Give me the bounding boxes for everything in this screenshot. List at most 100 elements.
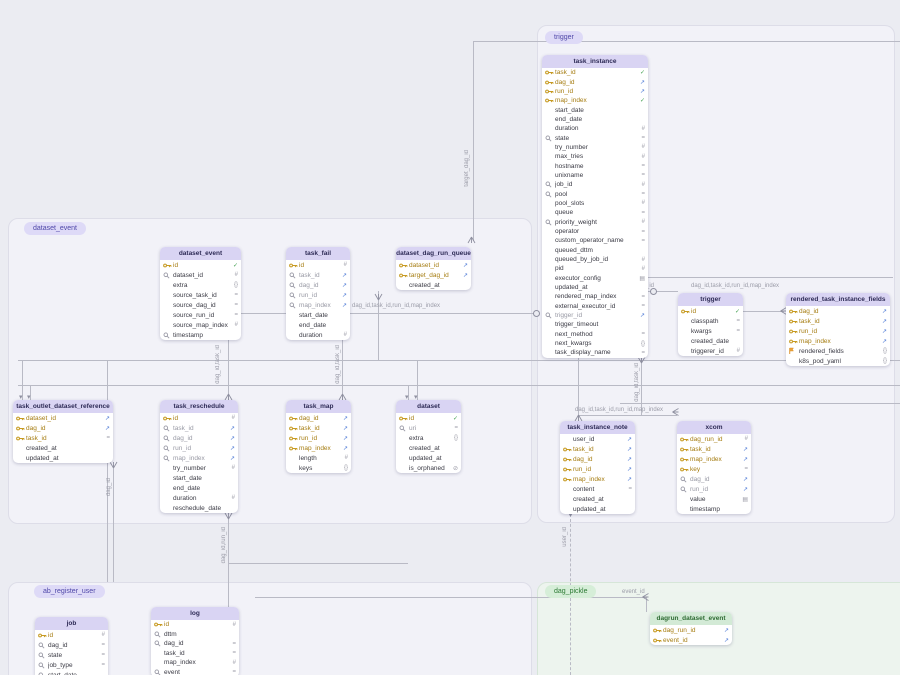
- table-row[interactable]: rendered_map_index=: [542, 292, 648, 301]
- table-row[interactable]: try_number#: [160, 463, 238, 473]
- table-header-task_reschedule[interactable]: task_reschedule: [160, 400, 238, 413]
- table-row[interactable]: map_index↗: [286, 300, 350, 310]
- table-row[interactable]: start_date: [542, 105, 648, 114]
- group-chip-ab_register_user[interactable]: ab_register_user: [34, 585, 105, 598]
- table-row[interactable]: dag_id=: [35, 640, 108, 650]
- table-row[interactable]: extra{}: [160, 280, 241, 290]
- table-row[interactable]: duration#: [160, 493, 238, 503]
- table-row[interactable]: custom_operator_name=: [542, 236, 648, 245]
- table-task_outlet_dataset_reference[interactable]: task_outlet_dataset_referencedataset_id↗…: [13, 400, 113, 463]
- table-header-dataset_event[interactable]: dataset_event: [160, 247, 241, 260]
- table-row[interactable]: unixname=: [542, 171, 648, 180]
- table-row[interactable]: pid#: [542, 264, 648, 273]
- table-row[interactable]: timestamp: [677, 504, 751, 514]
- table-row[interactable]: next_method=: [542, 330, 648, 339]
- table-row[interactable]: task_id↗: [560, 444, 635, 454]
- table-row[interactable]: dataset_id#: [160, 270, 241, 280]
- table-row[interactable]: run_id↗: [542, 87, 648, 96]
- table-row[interactable]: run_id↗: [786, 326, 890, 336]
- table-row[interactable]: source_task_id=: [160, 290, 241, 300]
- table-row[interactable]: dag_id↗: [560, 454, 635, 464]
- table-row[interactable]: end_date: [160, 483, 238, 493]
- table-row[interactable]: start_date: [35, 670, 108, 675]
- table-row[interactable]: created_at: [396, 443, 461, 453]
- table-row[interactable]: classpath=: [678, 316, 743, 326]
- table-row[interactable]: is_orphaned⊘: [396, 463, 461, 473]
- table-row[interactable]: map_index↗: [677, 454, 751, 464]
- table-row[interactable]: state=: [542, 133, 648, 142]
- table-header-task_fail[interactable]: task_fail: [286, 247, 350, 260]
- table-row[interactable]: operator=: [542, 227, 648, 236]
- table-row[interactable]: created_at: [13, 443, 113, 453]
- table-task_reschedule[interactable]: task_rescheduleid#task_id↗dag_id↗run_id↗…: [160, 400, 238, 513]
- table-row[interactable]: run_id↗: [160, 443, 238, 453]
- table-row[interactable]: duration#: [542, 124, 648, 133]
- table-row[interactable]: updated_at: [542, 283, 648, 292]
- table-row[interactable]: dag_id↗: [786, 306, 890, 316]
- table-row[interactable]: map_index↗: [560, 474, 635, 484]
- table-row[interactable]: end_date: [286, 320, 350, 330]
- table-row[interactable]: updated_at: [560, 504, 635, 514]
- table-row[interactable]: dag_id↗: [286, 413, 351, 423]
- table-row[interactable]: try_number#: [542, 143, 648, 152]
- table-row[interactable]: dag_id↗: [160, 433, 238, 443]
- table-task_fail[interactable]: task_failid#task_id↗dag_id↗run_id↗map_in…: [286, 247, 350, 340]
- table-row[interactable]: task_id↗: [160, 423, 238, 433]
- table-header-job[interactable]: job: [35, 617, 108, 630]
- table-row[interactable]: run_id↗: [560, 464, 635, 474]
- table-header-task_instance[interactable]: task_instance: [542, 55, 648, 68]
- table-row[interactable]: id#: [160, 413, 238, 423]
- table-row[interactable]: task_display_name=: [542, 348, 648, 357]
- table-row[interactable]: source_run_id=: [160, 310, 241, 320]
- table-trigger[interactable]: triggerid✓classpath=kwargs=created_datet…: [678, 293, 743, 356]
- table-row[interactable]: dag_id↗: [677, 474, 751, 484]
- table-task_instance_note[interactable]: task_instance_noteuser_id↗task_id↗dag_id…: [560, 421, 635, 514]
- group-chip-dataset_event[interactable]: dataset_event: [24, 222, 86, 235]
- table-row[interactable]: dag_run_id↗: [650, 625, 732, 635]
- table-row[interactable]: run_id↗: [286, 290, 350, 300]
- table-row[interactable]: key=: [677, 464, 751, 474]
- table-dataset[interactable]: datasetid✓uri=extra{}created_atupdated_a…: [396, 400, 461, 473]
- group-chip-dag_pickle[interactable]: dag_pickle: [545, 585, 596, 598]
- table-row[interactable]: id#: [35, 630, 108, 640]
- table-row[interactable]: queued_by_job_id#: [542, 255, 648, 264]
- table-xcom[interactable]: xcomdag_run_id#task_id↗map_index↗key=dag…: [677, 421, 751, 514]
- table-row[interactable]: dag_id↗: [542, 77, 648, 86]
- table-row[interactable]: id✓: [396, 413, 461, 423]
- table-row[interactable]: job_id#: [542, 180, 648, 189]
- table-row[interactable]: run_id↗: [677, 484, 751, 494]
- table-row[interactable]: k8s_pod_yaml{}: [786, 356, 890, 366]
- table-row[interactable]: dttm: [151, 630, 239, 640]
- table-row[interactable]: trigger_id↗: [542, 311, 648, 320]
- table-row[interactable]: created_at: [560, 494, 635, 504]
- table-log[interactable]: logid#dttmdag_id=task_id=map_index#event…: [151, 607, 239, 675]
- table-row[interactable]: extra{}: [396, 433, 461, 443]
- table-row[interactable]: task_id=: [13, 433, 113, 443]
- table-header-dataset[interactable]: dataset: [396, 400, 461, 413]
- table-row[interactable]: user_id↗: [560, 434, 635, 444]
- table-row[interactable]: dag_id↗: [286, 280, 350, 290]
- table-row[interactable]: target_dag_id↗: [396, 270, 471, 280]
- table-header-task_instance_note[interactable]: task_instance_note: [560, 421, 635, 434]
- table-row[interactable]: source_dag_id=: [160, 300, 241, 310]
- table-row[interactable]: task_id↗: [786, 316, 890, 326]
- table-row[interactable]: dataset_id↗: [396, 260, 471, 270]
- table-job[interactable]: jobid#dag_id=state=job_type=start_date: [35, 617, 108, 675]
- table-row[interactable]: reschedule_date: [160, 503, 238, 513]
- table-row[interactable]: queued_dttm: [542, 246, 648, 255]
- table-row[interactable]: updated_at: [396, 453, 461, 463]
- table-header-dataset_dag_run_queue[interactable]: dataset_dag_run_queue: [396, 247, 471, 260]
- table-dataset_event[interactable]: dataset_eventid✓dataset_id#extra{}source…: [160, 247, 241, 340]
- table-row[interactable]: dataset_id↗: [13, 413, 113, 423]
- table-row[interactable]: created_at: [396, 280, 471, 290]
- table-row[interactable]: created_date: [678, 336, 743, 346]
- table-row[interactable]: trigger_timeout: [542, 320, 648, 329]
- table-row[interactable]: kwargs=: [678, 326, 743, 336]
- table-row[interactable]: task_id↗: [677, 444, 751, 454]
- table-header-task_outlet_dataset_reference[interactable]: task_outlet_dataset_reference: [13, 400, 113, 413]
- table-row[interactable]: updated_at: [13, 453, 113, 463]
- table-row[interactable]: state=: [35, 650, 108, 660]
- table-row[interactable]: external_executor_id=: [542, 302, 648, 311]
- table-rendered_task_instance_fields[interactable]: rendered_task_instance_fieldsdag_id↗task…: [786, 293, 890, 366]
